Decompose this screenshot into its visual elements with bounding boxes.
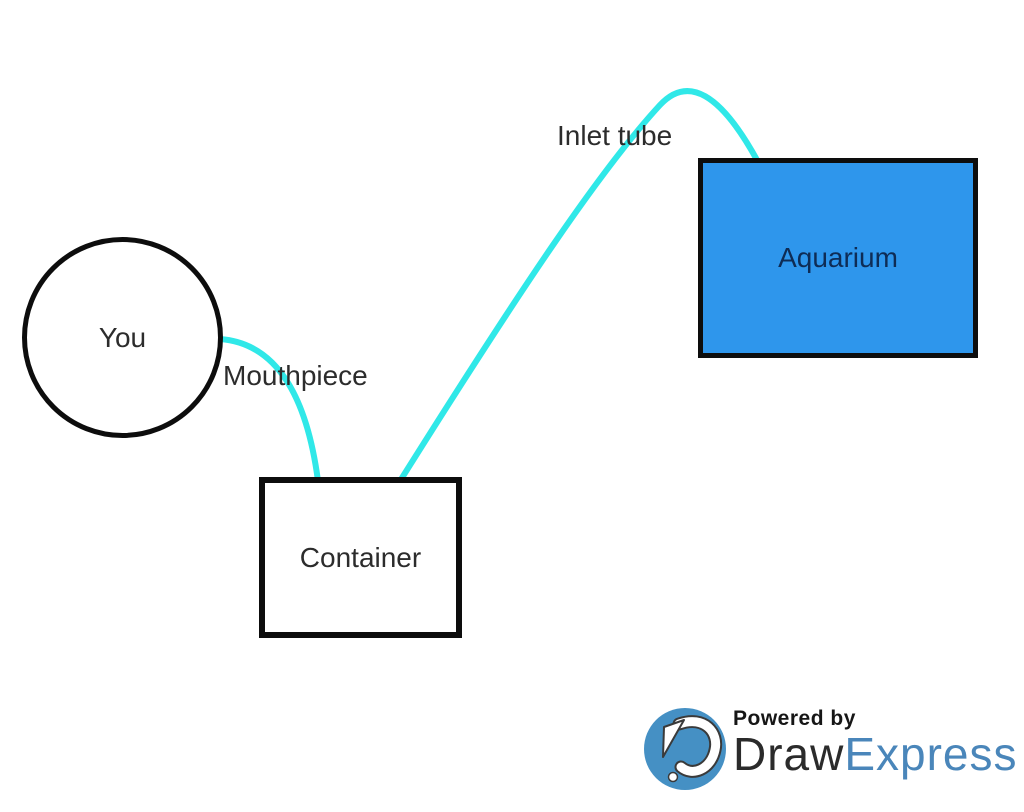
- drawexpress-logo: Powered by DrawExpress: [643, 704, 1018, 791]
- aquarium-node: Aquarium: [698, 158, 978, 358]
- brand-express-text: Express: [844, 728, 1018, 780]
- container-label: Container: [299, 541, 422, 573]
- logo-dot: [667, 771, 679, 783]
- you-label: You: [98, 321, 147, 353]
- drawexpress-logo-icon: [644, 708, 726, 790]
- you-node: You: [22, 237, 223, 438]
- brand-wordmark: DrawExpress: [733, 731, 1018, 778]
- logo-text-block: Powered by DrawExpress: [733, 704, 1018, 778]
- inlet-tube: [397, 88, 760, 484]
- logo-flag: [662, 719, 685, 758]
- brand-draw-text: Draw: [733, 728, 845, 780]
- mouthpiece-tube: [217, 336, 321, 484]
- powered-by-text: Powered by: [733, 707, 856, 730]
- aquarium-label: Aquarium: [778, 242, 898, 273]
- logo-d-stroke: [674, 717, 721, 776]
- inlet-tube-edge-label: Inlet tube: [557, 120, 673, 151]
- container-node: Container: [259, 477, 462, 638]
- mouthpiece-edge-label: Mouthpiece: [223, 360, 368, 391]
